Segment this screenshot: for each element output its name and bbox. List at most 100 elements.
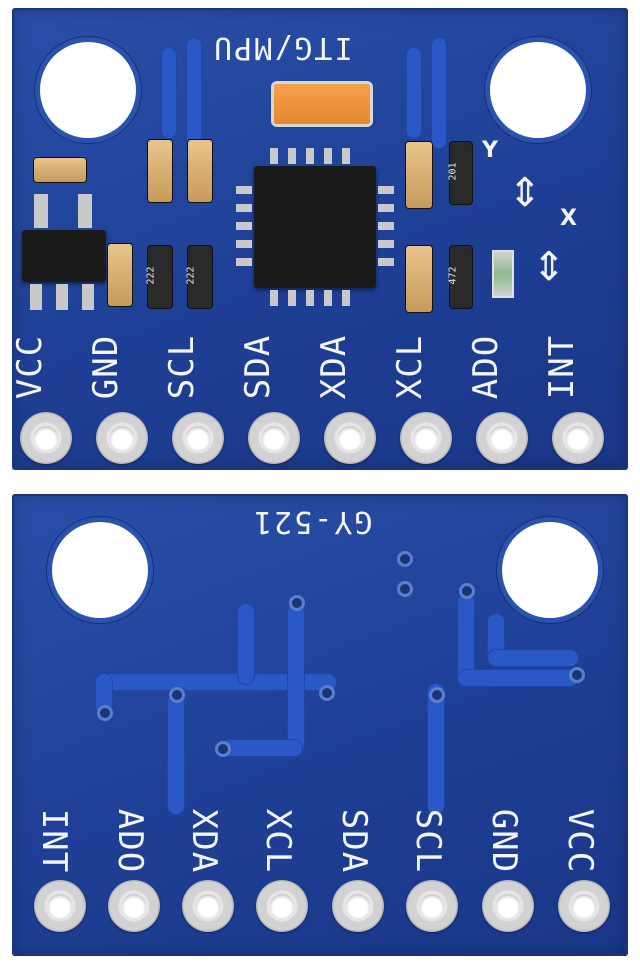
header-pad <box>96 412 148 464</box>
mounting-hole-top-left <box>40 42 136 138</box>
chip-pin <box>378 258 394 266</box>
header-pad <box>400 412 452 464</box>
axis-y-label: Y <box>482 138 498 163</box>
chip-pin <box>378 222 394 230</box>
resistor-code: 201 <box>447 162 459 181</box>
mounting-hole-top-right <box>490 42 586 138</box>
trace <box>488 650 578 666</box>
chip-pin <box>236 186 252 194</box>
via <box>218 744 228 754</box>
chip-pin <box>306 148 314 164</box>
resistor: 222 <box>185 246 212 308</box>
arrow-up-down-icon: ⇕ <box>508 170 542 216</box>
trace <box>288 604 304 754</box>
resistor-code: 472 <box>447 266 459 285</box>
pin-label-bottom: VCC <box>560 808 601 874</box>
chip-pin <box>288 290 296 306</box>
via <box>100 708 110 718</box>
resistor-code: 222 <box>185 266 197 285</box>
chip-pin <box>306 290 314 306</box>
trace <box>96 674 112 714</box>
chip-pin <box>324 290 332 306</box>
capacitor <box>406 142 432 208</box>
header-pad <box>182 880 234 932</box>
via <box>292 598 302 608</box>
mounting-hole-bottom-right <box>502 522 598 618</box>
chip-pin <box>342 148 350 164</box>
trace <box>458 594 474 684</box>
pin-label-bottom: ADO <box>110 808 151 874</box>
trace <box>222 740 302 756</box>
pin-label-bottom: XCL <box>258 808 299 874</box>
chip-pin <box>236 258 252 266</box>
pin-label-top: GND <box>86 334 127 400</box>
pin-label-bottom: XDA <box>184 808 225 874</box>
via <box>172 690 182 700</box>
resistor: 201 <box>447 142 472 204</box>
trace <box>458 670 578 686</box>
header-pad <box>172 412 224 464</box>
chip-pin <box>270 148 278 164</box>
resistor-code: 222 <box>145 266 157 285</box>
power-led <box>492 250 514 298</box>
header-pad <box>108 880 160 932</box>
trace <box>187 38 201 148</box>
regulator-pin <box>30 284 42 310</box>
pin-label-top: INT <box>542 334 583 400</box>
pcb-top-side: ITG/MPU 222 222 201 472 <box>12 8 628 470</box>
chip-pin <box>270 290 278 306</box>
pcb-bottom-side: GY-521 INT ADO XDA XCL SDA SCL GND VCC <box>12 494 628 956</box>
trace <box>428 684 444 814</box>
regulator-pin <box>78 194 92 228</box>
header-pad <box>20 412 72 464</box>
chip-pin <box>324 148 332 164</box>
capacitor <box>108 244 132 306</box>
board-title-bottom: GY-521 <box>252 504 373 539</box>
via <box>322 688 332 698</box>
header-pad <box>558 880 610 932</box>
resistor: 222 <box>145 246 172 308</box>
voltage-regulator <box>22 230 106 282</box>
chip-pin <box>236 240 252 248</box>
chip-pin <box>378 186 394 194</box>
via <box>432 690 442 700</box>
trace <box>162 48 176 138</box>
resistor: 472 <box>447 246 472 308</box>
chip-pin <box>236 204 252 212</box>
pin-label-bottom: SDA <box>334 808 375 874</box>
pin-label-top: VCC <box>12 334 51 400</box>
header-pad <box>332 880 384 932</box>
trace <box>168 694 184 814</box>
pin-label-bottom: GND <box>484 808 525 874</box>
regulator-pin <box>56 284 68 310</box>
pin-label-top: XCL <box>390 334 431 400</box>
mounting-hole-bottom-left <box>52 522 148 618</box>
pin-label-top: SCL <box>162 334 203 400</box>
chip-pin <box>342 290 350 306</box>
chip-pin <box>288 148 296 164</box>
via <box>400 584 410 594</box>
capacitor <box>406 246 432 312</box>
header-pad <box>406 880 458 932</box>
arrow-up-down-icon: ⇕ <box>532 244 566 290</box>
trace <box>432 38 446 148</box>
axis-x-label: X <box>560 206 577 231</box>
capacitor <box>148 140 172 202</box>
trace <box>238 604 254 684</box>
pin-label-top: SDA <box>238 334 279 400</box>
pin-label-bottom: INT <box>34 808 75 874</box>
via <box>462 586 472 596</box>
header-pad <box>324 412 376 464</box>
header-pad <box>248 412 300 464</box>
header-pad <box>256 880 308 932</box>
chip-pin <box>236 222 252 230</box>
capacitor <box>188 140 212 202</box>
regulator-pin <box>34 194 48 228</box>
regulator-pin <box>82 284 94 310</box>
header-pad <box>482 880 534 932</box>
header-pad <box>34 880 86 932</box>
trace <box>407 48 421 138</box>
pin-label-top: XDA <box>314 334 355 400</box>
header-pad <box>476 412 528 464</box>
via <box>400 554 410 564</box>
